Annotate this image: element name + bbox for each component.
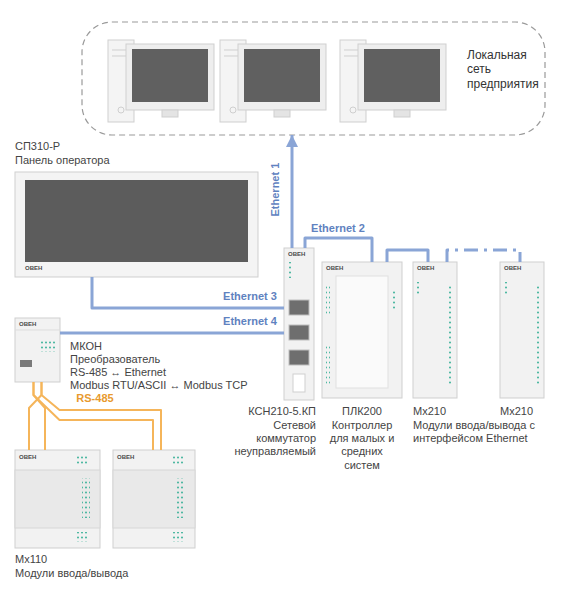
ethernet-line: [292, 135, 293, 248]
device-label: КСН210-5.КП: [188, 405, 316, 418]
ethernet-line: [447, 250, 520, 262]
io-module: [113, 450, 195, 548]
switch-box: ОВЕНКСН210-5.КПСетевой коммутатор неупра…: [284, 248, 314, 400]
ethernet-line: [387, 250, 428, 262]
device-label: СП310-Р: [15, 140, 60, 153]
brand-logo: ОВЕН: [25, 265, 42, 272]
connector-line: [447, 250, 520, 262]
switch-device: [284, 248, 314, 400]
connection-label: Ethernet 3: [221, 290, 279, 303]
connector-line: [34, 382, 46, 450]
ethernet-line: [92, 277, 284, 308]
connector-line: [387, 250, 428, 262]
operator-panel: [15, 172, 258, 277]
converter-device: [15, 318, 60, 382]
device-label: Modbus RTU/ASCII ↔ Modbus TCP: [70, 379, 248, 392]
operator-panel: СП310-РПанель оператораОВЕН: [15, 172, 258, 277]
device-label: Mx210: [413, 405, 446, 418]
device-label: Mx210: [500, 405, 533, 418]
io-module-box: ОВЕН: [113, 450, 195, 548]
ethernet-line: [305, 238, 372, 262]
connector-line: [60, 332, 284, 335]
network-region: Локальная сеть предприятия: [82, 22, 545, 135]
device-label: Сетевой коммутатор неуправляемый: [228, 419, 316, 459]
io-module-box: ОВЕНMx210: [500, 262, 544, 398]
connector-line: [92, 277, 284, 308]
connection-label: RS-485: [74, 392, 115, 405]
connector-line: [291, 135, 294, 248]
rs485-line: [29, 382, 45, 450]
connection-label: Ethernet 4: [221, 315, 279, 328]
device-label: RS-485 ↔ Ethernet: [70, 366, 166, 379]
computer: [108, 40, 214, 122]
controller-box: ОВЕНПЛК200Контроллер для малых и средних…: [322, 262, 402, 398]
io-module: [413, 262, 457, 398]
io-module-box: ОВЕНMx210: [413, 262, 457, 398]
brand-logo: ОВЕН: [117, 454, 134, 461]
brand-logo: ОВЕН: [504, 265, 521, 272]
brand-logo: ОВЕН: [326, 265, 343, 272]
computer: [220, 40, 326, 122]
connector-line: [34, 382, 154, 450]
computer: [340, 40, 446, 122]
plc-device: [322, 262, 402, 398]
connector-line: [42, 382, 162, 450]
connector-line: [29, 382, 42, 450]
device-label: Преобразователь: [70, 353, 160, 366]
brand-logo: ОВЕН: [19, 321, 36, 328]
device-label: Контроллер для малых и средних систем: [324, 419, 400, 472]
io-module-box: ОВЕНMx110Модули ввода/вывода: [15, 450, 100, 548]
brand-logo: ОВЕН: [417, 265, 434, 272]
rs485-line: [34, 382, 162, 450]
device-label: ПЛК200: [312, 405, 412, 418]
io-module: [500, 262, 544, 398]
device-label: Mx110: [15, 553, 47, 566]
group-label: Модули ввода/вывода с интерфейсом Ethern…: [413, 419, 543, 445]
brand-logo: ОВЕН: [19, 454, 36, 461]
ethernet-line: [60, 333, 284, 334]
device-label: Локальная сеть предприятия: [467, 48, 547, 91]
device-label: МКОН: [70, 340, 102, 353]
connection-label: Ethernet 2: [309, 222, 367, 235]
converter-box: ОВЕНМКОНПреобразовательRS-485 ↔ Ethernet…: [15, 318, 60, 382]
connection-label: Ethernet 1: [269, 161, 282, 219]
brand-logo: ОВЕН: [288, 251, 305, 258]
device-label: Панель оператора: [15, 154, 110, 167]
connector-line: [305, 238, 372, 262]
device-label: Модули ввода/вывода: [15, 567, 128, 580]
io-module: [15, 450, 100, 548]
